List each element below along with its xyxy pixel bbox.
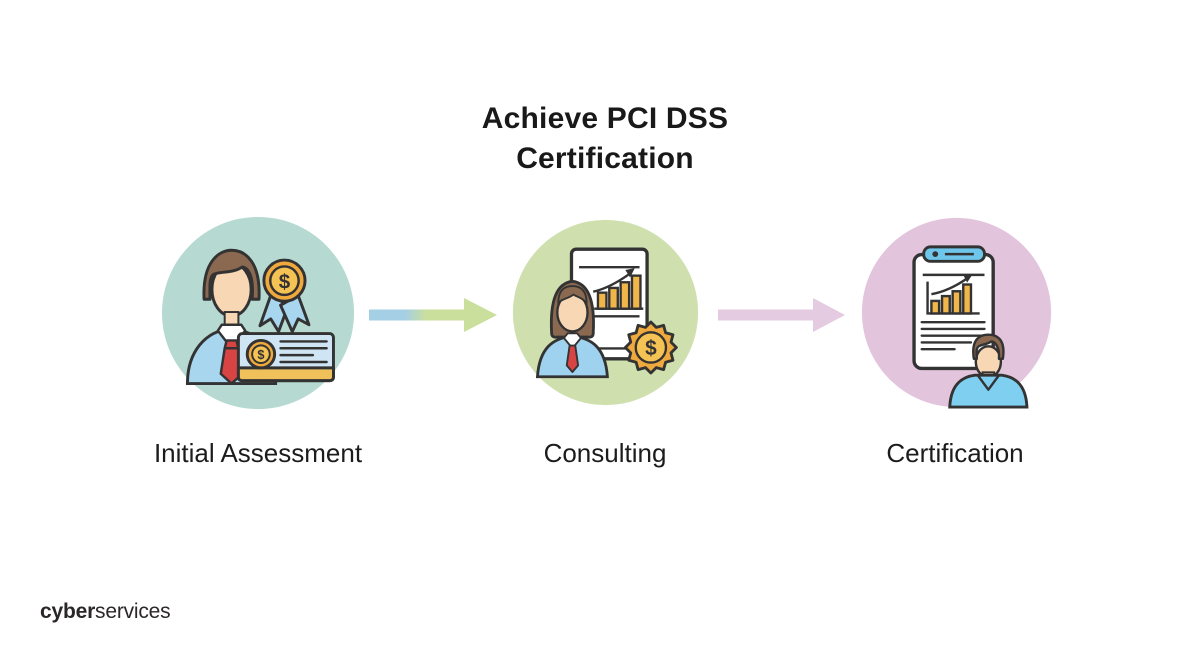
flow-arrow-right-icon xyxy=(716,295,846,340)
shirt-collar xyxy=(976,374,1000,391)
consulting-icon: $ xyxy=(512,219,699,406)
dollar-glyph: $ xyxy=(257,347,264,362)
step-label-initial-assessment: Initial Assessment xyxy=(153,438,363,468)
step-label-consulting: Consulting xyxy=(543,438,667,468)
dollar-glyph: $ xyxy=(279,271,291,294)
initial-assessment-icon: $ $ xyxy=(161,216,355,410)
growth-arrow-icon xyxy=(963,273,973,283)
step-initial-assessment: $ $ xyxy=(160,215,356,416)
bar-chart-icon xyxy=(592,268,644,310)
page-title-line2: Certification xyxy=(516,142,694,175)
person-hair xyxy=(972,333,1005,361)
growth-arrow-icon xyxy=(625,268,635,278)
person-body xyxy=(948,373,1029,409)
check-text-lines xyxy=(279,340,328,364)
brand-logo: cyberservices xyxy=(40,600,171,624)
brand-logo-bold: cyber xyxy=(40,600,96,623)
page-title-line1: Achieve PCI DSS xyxy=(481,102,729,135)
flow-arrow-right-icon xyxy=(368,295,498,340)
tie-icon xyxy=(565,344,580,373)
person-hair xyxy=(202,248,261,301)
tie-icon xyxy=(219,339,244,385)
brand-logo-regular: services xyxy=(95,600,171,623)
page-title: Achieve PCI DSS Certification xyxy=(395,99,815,179)
ribbon-icon xyxy=(279,293,311,334)
dollar-glyph: $ xyxy=(645,337,657,360)
step-certification xyxy=(860,216,1053,414)
certification-icon xyxy=(861,217,1052,409)
step-label-certification: Certification xyxy=(886,438,1024,468)
bar-chart-icon xyxy=(926,273,980,315)
document-text-lines xyxy=(920,320,986,351)
step-consulting: $ xyxy=(511,218,700,412)
